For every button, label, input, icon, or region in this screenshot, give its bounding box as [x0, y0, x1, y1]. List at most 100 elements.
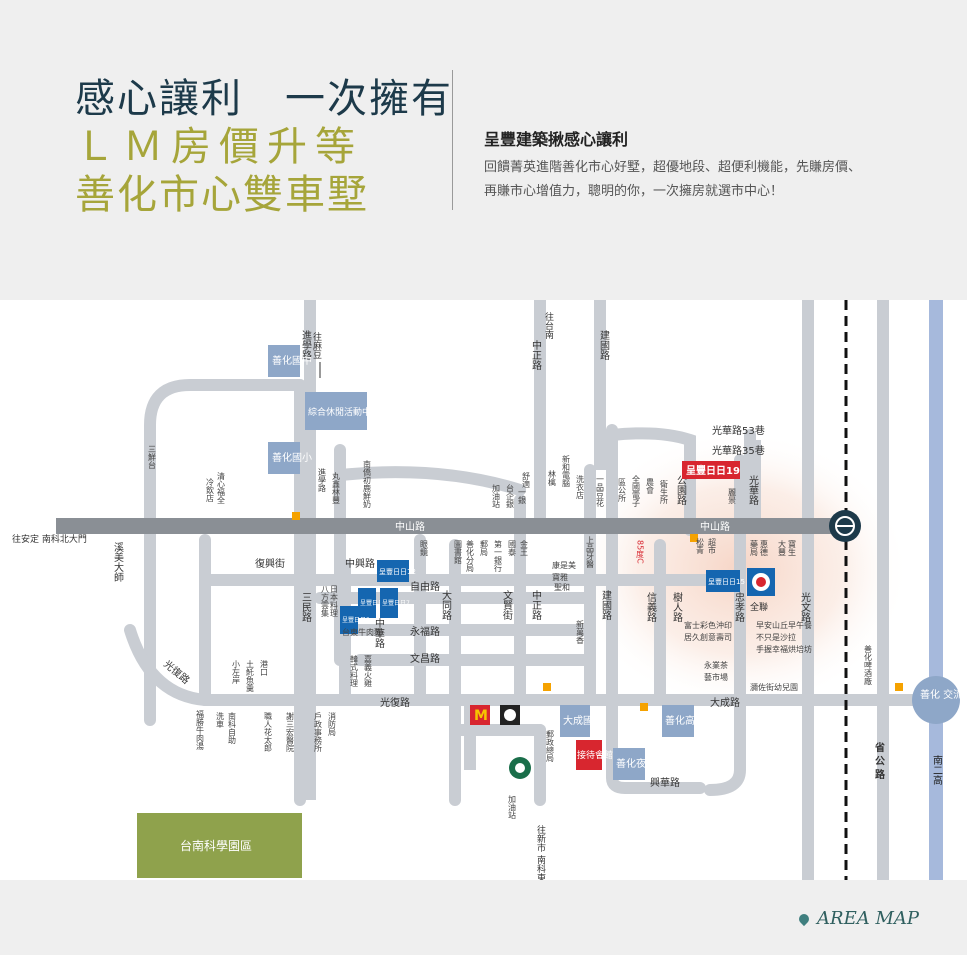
shop-label: 寶雅 [552, 572, 568, 582]
landmark-dacheng-primary-label: 大成國小 [563, 714, 603, 727]
shop-label: 全國電子 [632, 474, 641, 507]
to-madou-label: 往麻豆 [311, 331, 322, 359]
shop-label: 早安山丘早午餐 [756, 620, 812, 630]
area-map[interactable]: 中山路 中山路 南二高 復興街 中興路 自由路 永福路 文昌路 光復路 光復路 … [0, 300, 967, 880]
shop-label: 區公所 [618, 478, 627, 503]
road-zhongshan-east-label: 中山路 [700, 520, 730, 533]
shop-label: 新和電腦 [562, 454, 571, 488]
road-zhongxing-label: 中興路 [345, 557, 375, 570]
landmark-dacheng-primary-box [560, 705, 590, 737]
shop-label: 舒適 [522, 471, 531, 489]
road-nan2gao-label: 南二高 [931, 754, 943, 786]
store-marker-icon [690, 534, 698, 542]
headline-line-1: 感心讓利 一次擁有 [75, 76, 453, 122]
shop-label: 洗車 [216, 711, 225, 729]
header-subtitle: 呈豐建築揪感心讓利 [484, 130, 629, 149]
store-marker-icon [895, 683, 903, 691]
shop-label: 八方雲集 [321, 585, 330, 618]
road-dacheng-label: 大成路 [710, 696, 740, 709]
road-zhongzheng-top-label: 中正路 [530, 339, 542, 371]
shop-label: 圖書館 [454, 540, 463, 565]
road-sanmin-label: 三民路 [300, 592, 312, 623]
shop-label: 寶生 [788, 539, 797, 556]
landmark-night-market-box [613, 748, 645, 780]
project-7b-box [380, 588, 398, 618]
project-5-label: 呈豐日日5 [342, 616, 370, 624]
landmark-shanhua-junior-box [268, 345, 300, 377]
project-main-label: 呈豐日日19 [686, 464, 740, 477]
road-jianguo-mid-label: 建國路 [600, 589, 612, 621]
road-gongyuan-label: 公園路 [675, 475, 687, 506]
shop-label: 藝市場 [704, 672, 728, 682]
shop-label: 郵局 [480, 539, 489, 557]
shop-label: 三鮮台 [148, 445, 157, 470]
shop-label: 洗衣店 [576, 474, 585, 500]
shop-label: 康是美 [552, 560, 576, 570]
shop-label: 丸鑫林豐 [332, 471, 341, 504]
store-marker-icon [292, 512, 300, 520]
road-ziyou-label: 自由路 [410, 580, 440, 593]
shop-label: 消防局 [328, 711, 337, 737]
pxmart: 全聯 [747, 568, 775, 613]
svg-text:M: M [474, 708, 488, 724]
landmark-reception-box [576, 740, 602, 770]
area-map-label: AREA MAP [796, 908, 919, 929]
road-guangwen-label: 光文路 [799, 591, 811, 623]
shop-label: 冷飲店 [206, 477, 215, 503]
shop-label: 農會 [646, 477, 655, 495]
road-guanghua-label: 光華路 [747, 474, 759, 506]
project-7a-box [358, 588, 376, 618]
convenience-stores [292, 512, 903, 711]
road-guangfu-label: 光復路 [380, 696, 410, 709]
shop-label: 永業茶 [704, 660, 728, 670]
store-marker-icon [543, 683, 551, 691]
project-markers: 呈豐日日19 呈豐日日12 呈豐日日15 呈豐日日7 呈豐日日7 呈豐日日5 [340, 461, 745, 634]
shop-label: 福勝牛肉湯 [196, 710, 205, 751]
shop-label: 戶政事務所 [314, 711, 323, 753]
map-canvas[interactable]: 中山路 中山路 南二高 復興街 中興路 自由路 永福路 文昌路 光復路 光復路 … [0, 300, 967, 880]
shanhua-interchange: 善化 交流道 [912, 676, 967, 724]
shop-label: 上品牙醫 [586, 536, 595, 569]
shop-label: 國泰 [508, 540, 517, 556]
brand-icons: M [470, 705, 531, 779]
landmark-shanhua-junior-label: 善化國中 [272, 354, 312, 367]
shop-label: 新萬香 [576, 619, 585, 645]
project-15-box [706, 570, 740, 592]
vertical-roads [304, 300, 889, 880]
header-description-1: 回饋菁英進階善化市心好墅，超優地段、超便利機能，先賺房價、 [484, 160, 862, 175]
shop-label: 台東牛肉麵 [342, 627, 382, 637]
shop-label: 小左岸 [232, 660, 241, 685]
ring-roads [124, 379, 941, 806]
project-7a-label: 呈豐日日7 [360, 599, 388, 607]
shop-label: 金王 [520, 539, 529, 556]
pxmart-label: 全聯 [750, 601, 768, 613]
shop-label: 林檎 [548, 469, 557, 487]
road-guanghua35-label: 光華路35巷 [712, 444, 765, 457]
project-5-box [340, 606, 358, 634]
shop-label: 富士彩色沖印 [684, 620, 732, 630]
landmark-boxes: 善化國中 綜合休閒活動中心 善化國小 大成國小 善化高中 善化夜市 接待會館 台… [137, 345, 705, 878]
shop-label: 郵政總局 [546, 729, 555, 763]
store-marker-icon [640, 703, 648, 711]
to-tainan-label: 往台南 [543, 311, 554, 339]
to-anding-label: 往安定 南科北大門 [12, 533, 87, 545]
road-zhongxiao-label: 忠孝路 [733, 592, 745, 623]
shop-label: 手握幸福烘培坊 [756, 644, 812, 654]
road-provincial-label: 省 公 路 [873, 741, 886, 780]
road-xinyi-label: 信義路 [645, 592, 657, 623]
shop-label: 嘉義火雞 [364, 654, 373, 688]
header: 感心讓利 一次擁有 ＬＭ房價升等 善化市心雙車墅 呈豐建築揪感心讓利 回饋菁英進… [0, 0, 967, 300]
shop-label: 南科自助 [228, 711, 237, 745]
shop-label: 85度C [636, 540, 645, 564]
location-pin-icon [796, 911, 812, 927]
shop-label: 港口 [260, 659, 269, 676]
shop-label: 麗景 [728, 488, 737, 504]
shop-labels: 三鮮台 清心福全 冷飲店 進學路 丸鑫林豐 南僑初鹿鮮奶 加油站 台企銀 一銀 … [148, 445, 873, 820]
road-wenxian-label: 文賢街 [501, 589, 513, 621]
science-park-label: 台南科學園區 [180, 838, 252, 853]
shop-label: 衛生所 [660, 479, 669, 505]
shop-label: 一銀 [518, 488, 527, 505]
landmark-night-market-label: 善化夜市 [616, 757, 656, 770]
road-xinghua-label: 興華路 [650, 776, 680, 789]
landmark-shanhua-primary-box [268, 442, 300, 474]
